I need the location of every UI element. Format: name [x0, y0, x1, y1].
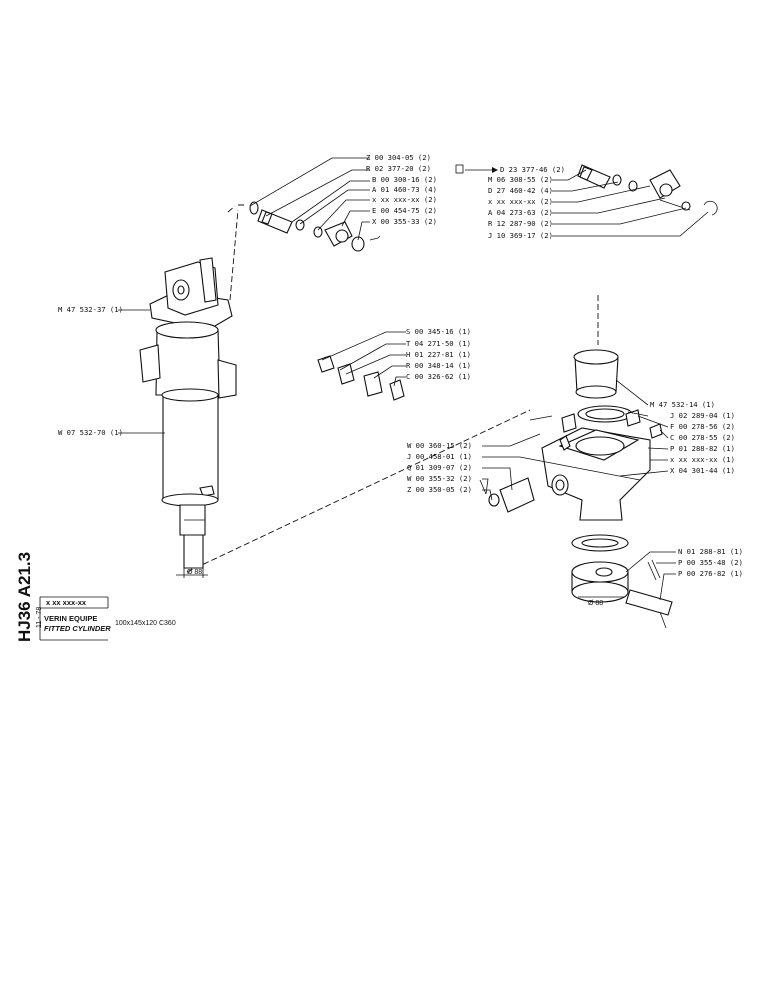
label-t0427150: T 04 271-50 (1) — [406, 339, 471, 348]
label-r0237720: R 02 377-20 (2) — [366, 164, 431, 173]
label-r0034814: R 00 348-14 (1) — [406, 361, 471, 370]
label-p0027682: P 00 276-82 (1) — [678, 569, 743, 578]
label-x0430144: X 04 301-44 (1) — [670, 466, 735, 475]
label-xxx-mid: x xx xxx-xx (1) — [670, 455, 735, 464]
label-z0030405: Z 00 304-05 (2) — [366, 153, 431, 162]
label-x0035533: X 00 355-33 (2) — [372, 217, 437, 226]
leader-lines — [118, 157, 709, 601]
label-xxx-right: x xx xxx-xx (2) — [488, 197, 553, 206]
label-j1036917: J 10 369-17 (2) — [488, 231, 553, 240]
label-m0630855: M 06 308-55 (2) — [488, 175, 553, 184]
label-m4753214: M 47 532-14 (1) — [650, 400, 715, 409]
fitting-group-left — [249, 201, 381, 252]
label-s0034516: S 00 345-16 (1) — [406, 327, 471, 336]
pivot-housing: Ø 88 — [479, 349, 673, 629]
part-labels: Z 00 304-05 (2) R 02 377-20 (2) D 23 377… — [58, 153, 743, 578]
label-w0035532: W 00 355-32 (2) — [407, 474, 472, 483]
label-j0045801: J 00 458-01 (1) — [407, 452, 472, 461]
label-m4753237: M 47 532-37 (1) — [58, 305, 123, 314]
title-en: FITTED CYLINDER — [44, 624, 111, 633]
label-a0427363: A 04 273-63 (2) — [488, 208, 553, 217]
label-c0032662: C 00 326-62 (1) — [406, 372, 471, 381]
label-w0753270: W 07 532-70 (1) — [58, 428, 123, 437]
label-r1228790: R 12 287-90 (2) — [488, 219, 553, 228]
label-q0130907: Q 01 309-07 (2) — [407, 463, 472, 472]
spec: 100x145x120 C360 — [115, 620, 176, 627]
sheet-id: HJ36 A21.3 — [15, 552, 34, 642]
label-b0030016: B 00 300-16 (2) — [372, 175, 437, 184]
label-j0228904: J 02 289-04 (1) — [670, 411, 735, 420]
part-number: x xx xxx-xx — [46, 598, 87, 607]
label-f0027856: F 00 278-56 (2) — [670, 422, 735, 431]
title-fr: VERIN EQUIPE — [44, 614, 97, 623]
label-p0035548: P 00 355-48 (2) — [678, 558, 743, 567]
label-e0045475: E 00 454-75 (2) — [372, 206, 437, 215]
label-xxx-left: x xx xxx-xx (2) — [372, 195, 437, 204]
label-c0027855: C 00 278-55 (2) — [670, 433, 735, 442]
label-d2337746: D 23 377-46 (2) — [500, 165, 565, 174]
label-d2746042: D 27 460-42 (4) — [488, 186, 553, 195]
boss-diameter: Ø 88 — [588, 600, 603, 607]
label-n0128881: N 01 288-81 (1) — [678, 547, 743, 556]
fitting-group-right — [577, 164, 718, 216]
label-h0122781: H 01 227-81 (1) — [406, 350, 471, 359]
assembly-line-diagonal — [186, 409, 531, 573]
label-w0036015: W 00 360-15 (2) — [407, 441, 472, 450]
rod-diameter: Ø 88 — [187, 569, 202, 576]
title-block: x xx xxx-xx VERIN EQUIPE FITTED CYLINDER… — [39, 596, 176, 641]
label-z0035005: Z 00 350-05 (2) — [407, 485, 472, 494]
middle-parts — [317, 355, 405, 401]
assembly-line-top — [227, 204, 246, 301]
sheet-date: 11 - 78 — [36, 607, 43, 628]
cylinder: Ø 88 — [139, 257, 237, 578]
label-p0128882: P 01 288-82 (1) — [670, 444, 735, 453]
label-a0146073: A 01 460-73 (4) — [372, 185, 437, 194]
